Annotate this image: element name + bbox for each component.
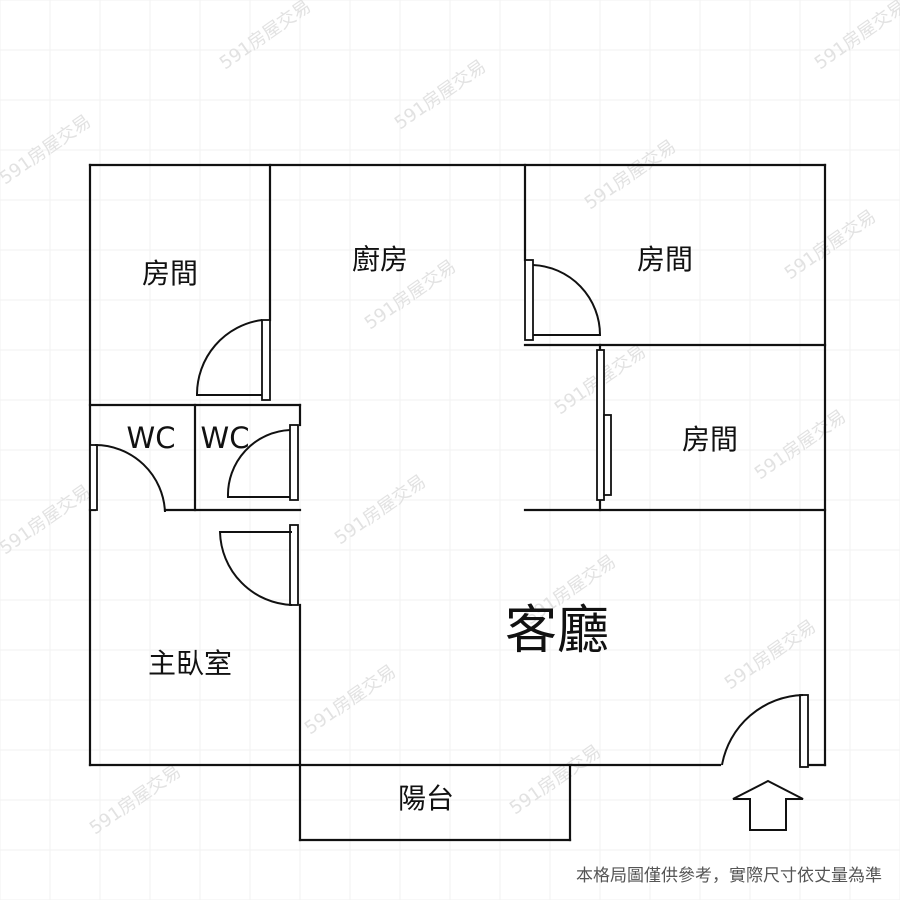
room-label-balcony: 陽台 [398,782,454,815]
disclaimer-footnote: 本格局圖僅供參考，實際尺寸依丈量為準 [576,866,882,886]
room-label-bedroom-top-right: 房間 [637,243,693,276]
watermark-text: 591房屋交易 [506,741,605,819]
door-bedroom-middle-sliding-b [603,414,612,496]
up-arrow-icon [732,779,804,831]
room-label-wc-left: WC [127,421,176,455]
door-swing-bedroom-top-left [195,319,263,396]
watermark-text: 591房屋交易 [0,481,95,559]
room-label-bedroom-middle-right: 房間 [682,423,738,456]
watermark-text: 591房屋交易 [721,616,820,694]
watermark-text: 591房屋交易 [781,206,880,284]
watermark-text: 591房屋交易 [391,56,490,134]
door-swing-wc-right [226,429,291,498]
door-bedroom-middle-sliding-a [596,349,605,501]
door-swing-wc-left [94,443,166,513]
room-label-wc-right: WC [201,421,250,455]
watermark-text: 591房屋交易 [581,136,680,214]
room-label-living-room: 客廳 [505,601,609,661]
door-swing-master-bedroom [218,531,293,606]
door-bedroom-top-left [261,319,271,401]
room-label-master-bedroom: 主臥室 [148,647,232,680]
room-label-bedroom-top-left: 房間 [142,257,198,290]
door-entrance [799,694,809,768]
room-label-kitchen: 廚房 [352,243,408,276]
watermark-text: 591房屋交易 [811,0,900,74]
doors [89,259,809,768]
door-swing-bedroom-top-right [532,264,602,336]
door-bedroom-top-right [524,259,534,341]
door-master-bedroom [289,524,299,606]
door-wc-right [289,424,299,501]
door-swing-entrance [721,694,804,766]
door-wc-left [89,444,98,511]
watermark-text: 591房屋交易 [331,471,430,549]
